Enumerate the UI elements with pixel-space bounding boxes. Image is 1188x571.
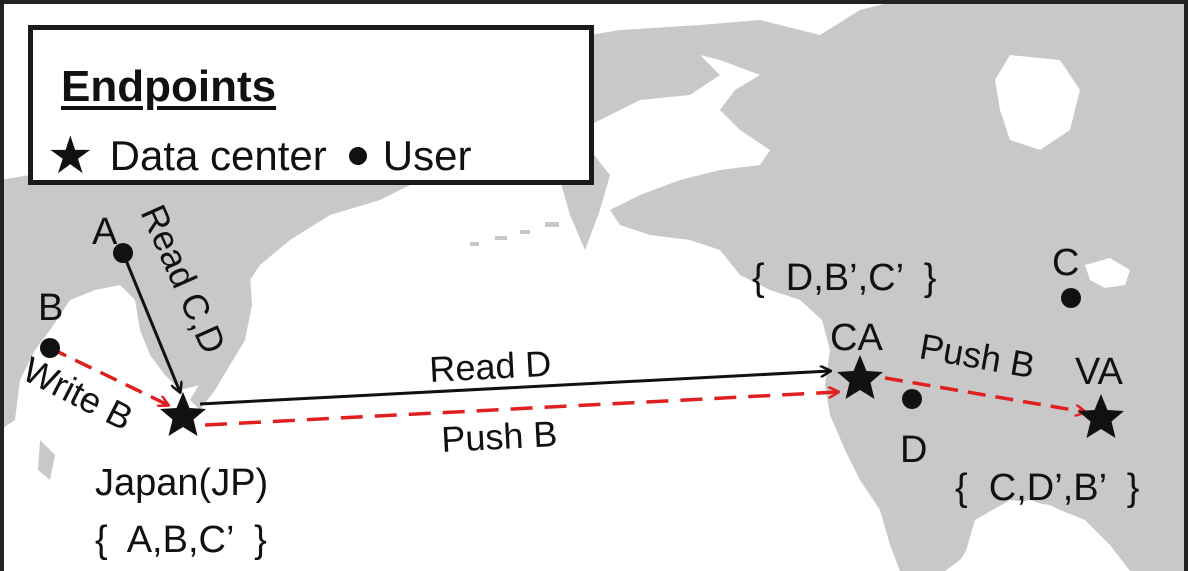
read-cd-arrow	[121, 252, 180, 392]
gulf-of-mexico	[960, 500, 1110, 571]
user-d-dot	[902, 389, 922, 409]
datacenter-va-star	[1078, 394, 1124, 438]
user-b-label: B	[38, 287, 63, 329]
star-icon: ★	[47, 127, 94, 185]
user-c-label: C	[1052, 242, 1079, 284]
land-taiwan	[38, 440, 55, 480]
replica-set-ca: { D,B’,C’ }	[752, 257, 936, 299]
read-d-label: Read D	[428, 343, 552, 390]
user-a-dot	[113, 243, 133, 263]
legend-data-center-label: Data center	[109, 132, 327, 179]
datacenter-jp-label: Japan(JP)	[95, 462, 268, 504]
dot-icon	[348, 147, 367, 165]
land-aleutians	[470, 222, 559, 246]
user-c-dot	[1061, 288, 1081, 308]
user-d-label: D	[900, 429, 927, 471]
push-b-va-arrow	[884, 376, 1085, 412]
datacenter-jp-star	[160, 392, 206, 436]
user-b-dot	[40, 338, 60, 358]
read-d-arrow	[199, 371, 830, 406]
write-b-arrow	[49, 346, 168, 405]
land-japan	[190, 250, 252, 410]
legend-title: Endpoints	[61, 62, 277, 111]
great-lakes	[1085, 258, 1130, 288]
datacenter-va-label: VA	[1075, 351, 1124, 393]
push-b-ca-label: Push B	[440, 413, 558, 460]
datacenter-ca-star	[837, 355, 883, 399]
hudson-bay	[995, 55, 1080, 150]
legend-user-label: User	[382, 132, 472, 179]
replica-set-jp: { A,B,C’ }	[95, 519, 267, 561]
legend-row: ★ Data center User	[47, 130, 471, 182]
legend-box: Endpoints ★ Data center User	[28, 25, 594, 185]
push-b-ca-arrow	[204, 392, 838, 427]
replica-set-va: { C,D’,B’ }	[955, 467, 1139, 509]
user-a-label: A	[92, 211, 118, 253]
datacenter-ca-label: CA	[830, 317, 883, 359]
